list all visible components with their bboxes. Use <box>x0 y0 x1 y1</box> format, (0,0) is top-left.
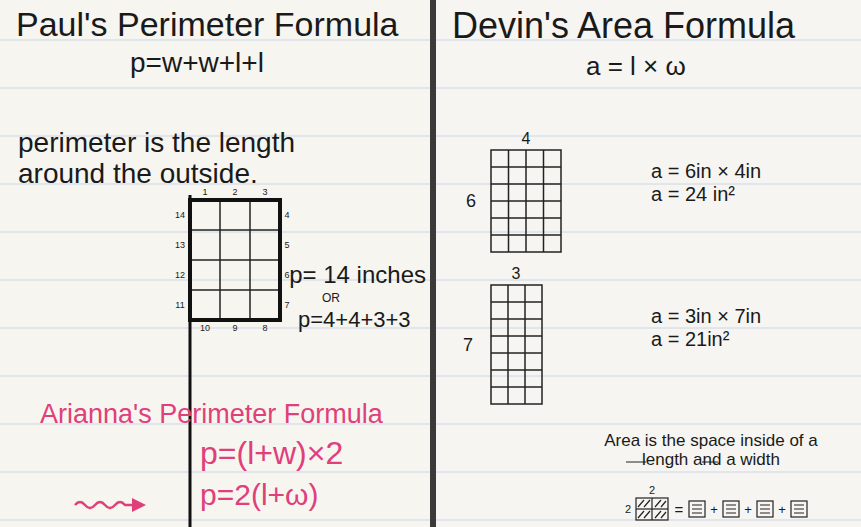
perimeter-grid <box>190 200 280 320</box>
small-grid <box>636 498 668 520</box>
connector-word: OR <box>322 292 340 305</box>
area-result: a = 24 in² <box>651 183 735 205</box>
formula: p=w+w+l+l <box>130 48 264 79</box>
area-equation: a = 3in × 7in <box>651 305 761 327</box>
left-chart-paper <box>0 0 430 527</box>
dimension-label: 7 <box>463 336 473 354</box>
wavy-arrow <box>75 502 140 508</box>
perimeter-count: 14 <box>175 211 185 220</box>
formula: p=(l+w)×2 <box>200 436 343 471</box>
chart-title: Arianna's Perimeter Formula <box>40 400 383 430</box>
perimeter-count: 13 <box>175 241 185 250</box>
chart-title: Paul's Perimeter Formula <box>16 6 399 43</box>
perimeter-count: 9 <box>232 324 237 333</box>
formula: a = l × ω <box>586 52 686 81</box>
perimeter-count: 10 <box>200 324 210 333</box>
area-grid-1 <box>491 150 561 252</box>
perimeter-count: 5 <box>284 241 289 250</box>
perimeter-count: 8 <box>262 324 267 333</box>
unit-tiles <box>689 501 807 517</box>
perimeter-count: 11 <box>175 301 184 310</box>
chart-title: Devin's Area Formula <box>452 6 795 46</box>
perimeter-outline <box>190 200 280 320</box>
expanded-sum: p=4+4+3+3 <box>298 308 411 332</box>
result: p= 14 inches <box>289 262 426 288</box>
perimeter-count: 3 <box>262 188 267 197</box>
perimeter-count: 1 <box>202 188 207 197</box>
perimeter-count: 12 <box>175 271 185 280</box>
area-equation: a = 6in × 4in <box>651 160 761 182</box>
dimension-label: 4 <box>522 131 531 147</box>
formula: p=2(l+ω) <box>200 478 318 511</box>
math-symbol: + <box>778 503 786 516</box>
math-symbol: = <box>675 502 684 517</box>
perimeter-count: 4 <box>284 211 289 220</box>
arrow-head <box>132 498 146 512</box>
area-result: a = 21in² <box>651 328 729 350</box>
definition: Area is the space inside of a length and… <box>596 432 826 469</box>
definition: perimeter is the length around the outsi… <box>18 128 358 190</box>
dimension-label: 2 <box>625 504 631 515</box>
perimeter-count: 2 <box>232 188 237 197</box>
math-symbol: + <box>710 503 718 516</box>
dimension-label: 2 <box>649 485 655 496</box>
ruled-lines <box>0 40 861 520</box>
perimeter-chart: Paul's Perimeter Formula p=w+w+l+l perimet… <box>0 0 430 527</box>
tape-line <box>189 195 192 527</box>
area-chart: Devin's Area Formula a = l × ω a = 6in × 4… <box>436 0 861 527</box>
right-chart-paper <box>436 0 861 527</box>
math-symbol: + <box>744 503 752 516</box>
dimension-label: 6 <box>466 192 476 210</box>
perimeter-count: 6 <box>284 271 289 280</box>
dimension-label: 3 <box>512 266 521 282</box>
perimeter-count: 7 <box>284 301 289 310</box>
area-grid-2 <box>491 285 542 404</box>
